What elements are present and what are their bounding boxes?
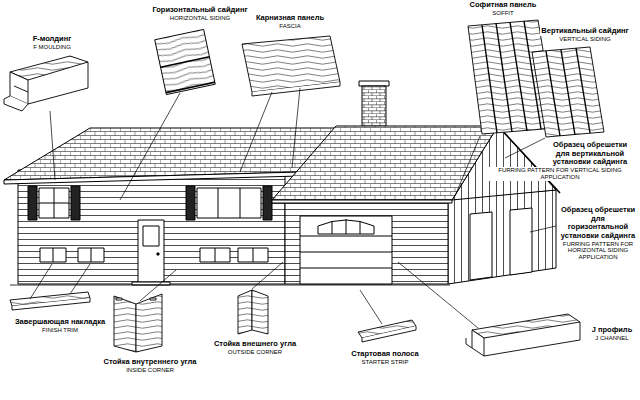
part-label: Софитная панель — [469, 1, 538, 10]
part-label: Горизонтальный сайдинг — [151, 6, 248, 15]
part-drawings — [4, 20, 604, 356]
house — [4, 81, 560, 285]
part-label-english: OUTSIDE CORNER — [227, 349, 283, 356]
leader-lines — [30, 88, 556, 328]
part-label: Стартовая полоса — [350, 350, 420, 359]
part-label: Завершающая накладка — [14, 318, 106, 327]
part-label: Образец обрешетки для горизонтальной уст… — [559, 206, 637, 241]
part-label: Стойка внешнего угла — [213, 340, 297, 349]
part-label-english: STARTER STRIP — [361, 359, 410, 366]
part-label: J профиль — [591, 326, 634, 335]
part-label-english: F MOULDING — [32, 44, 72, 51]
part-label: Карнизная панель — [255, 14, 325, 23]
part-label-english: FASCIA — [278, 23, 301, 30]
part-label-english: FURRING PATTERN FOR HORIZONTAL SIDING AP… — [559, 241, 637, 262]
part-label-english: INSIDE CORNER — [125, 367, 175, 374]
part-label-english: VERTICAL SIDING — [558, 36, 611, 43]
part-label: Вертикальный сайдинг — [540, 27, 629, 36]
part-label: F-молдинг — [32, 35, 73, 44]
part-label-english: J CHANNEL — [594, 335, 629, 342]
part-label-english: HORIZONTAL SIDING — [169, 15, 231, 22]
part-label-english: FINISH TRIM — [41, 327, 79, 334]
part-label: Образец обрешетки для вертикальной устан… — [544, 141, 636, 167]
part-label-english: SOFFIT — [491, 10, 514, 17]
part-label-english: FURRING PATTERN FOR VERTICAL SIDING APPL… — [489, 167, 631, 181]
part-label: Стойка внутреннего угла — [103, 358, 198, 367]
